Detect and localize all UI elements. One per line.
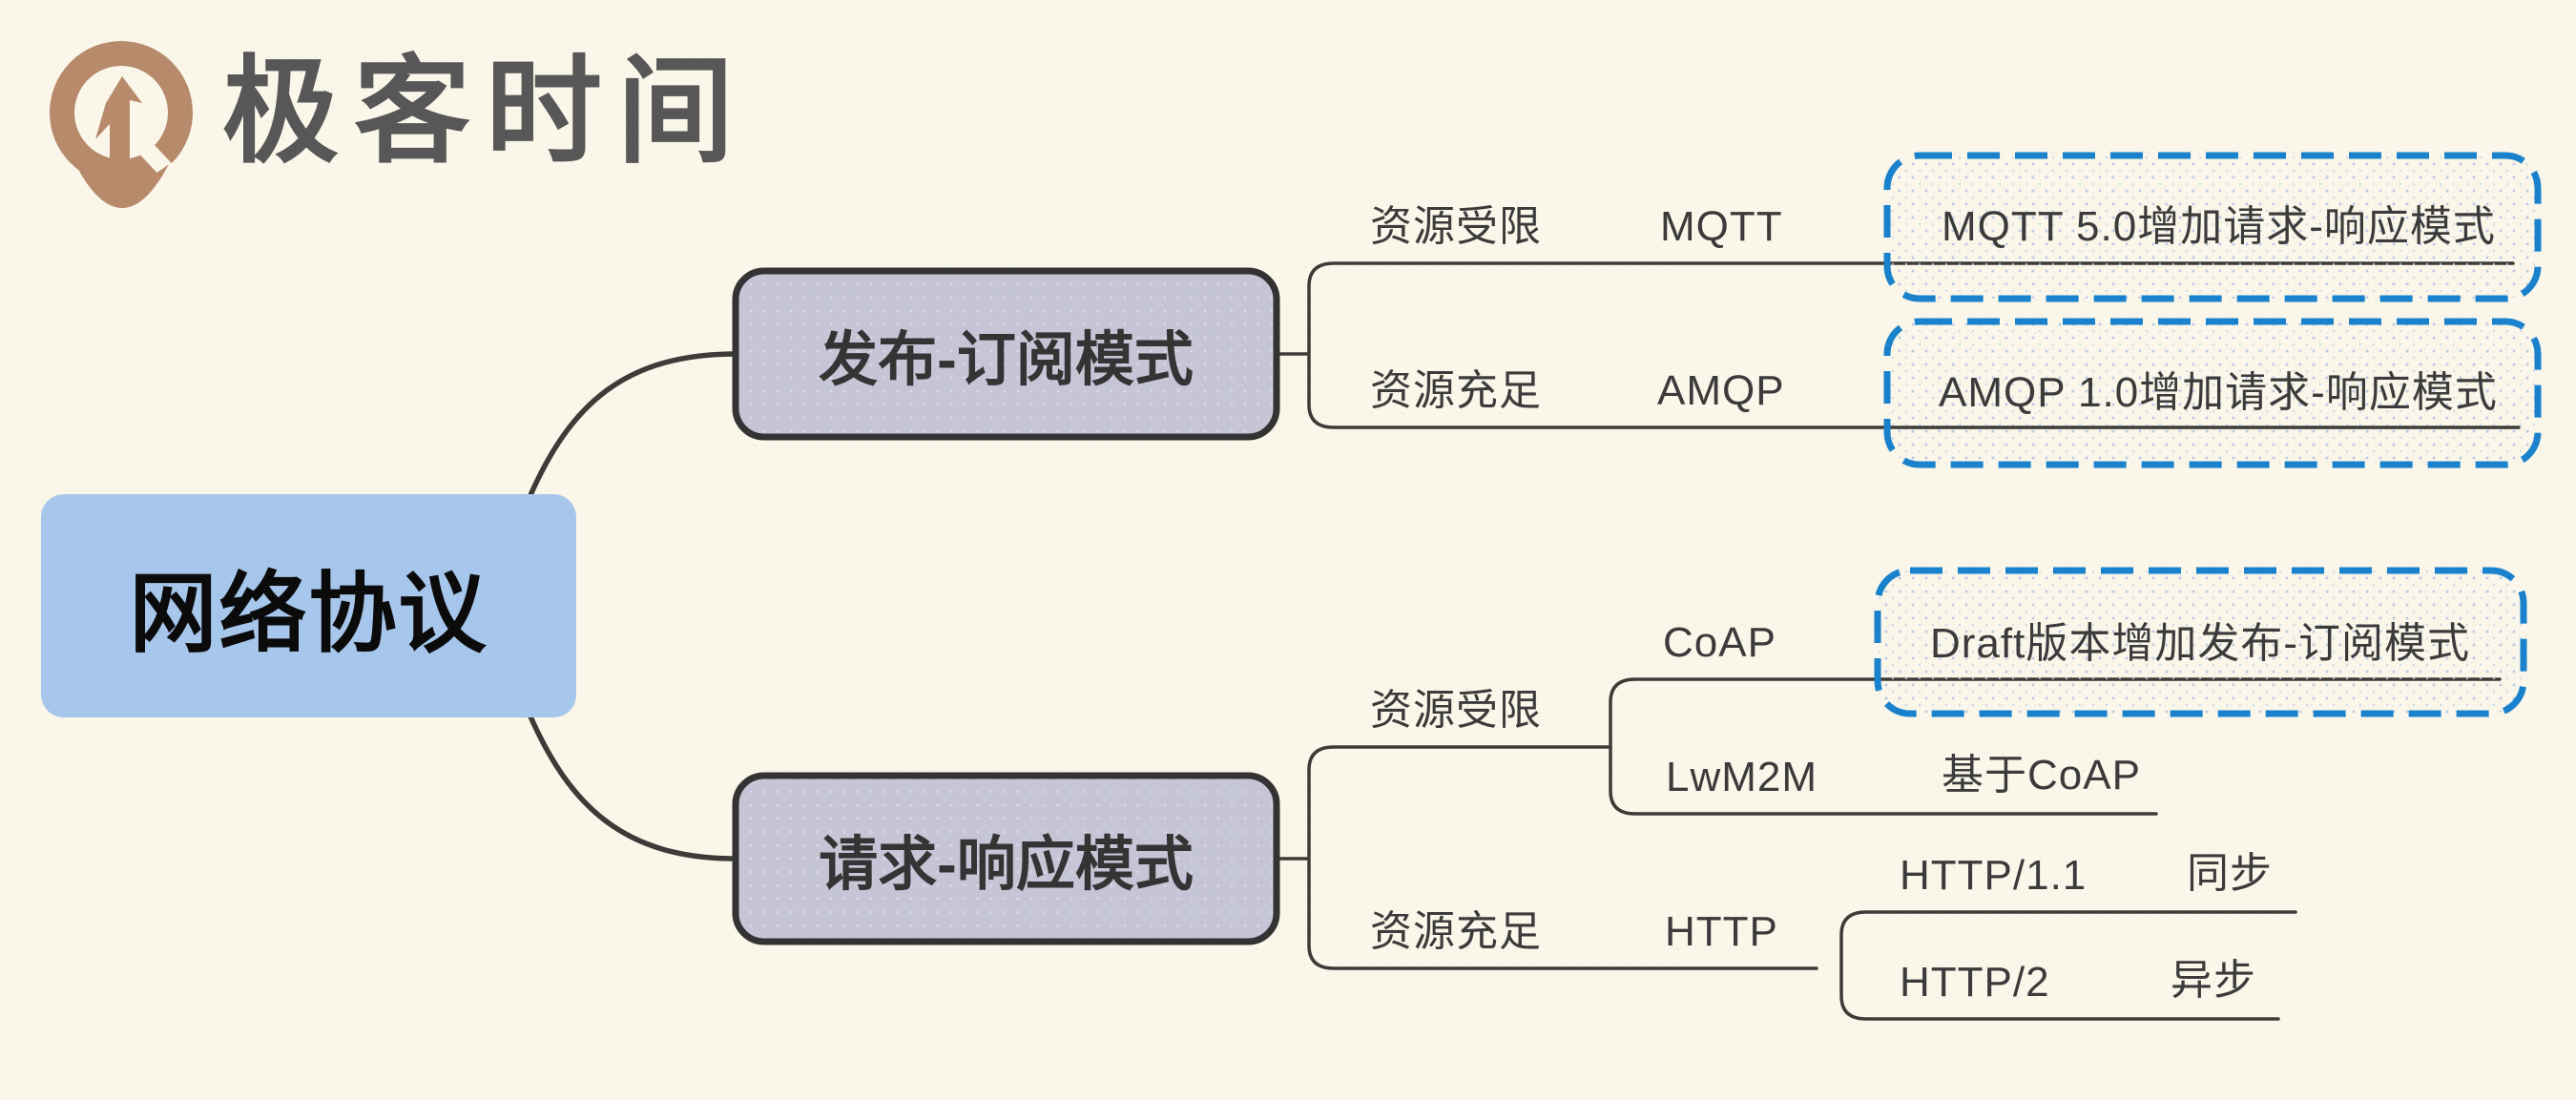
reqresp-node-label: 请求-响应模式 — [819, 832, 1194, 898]
reqresp-branch-bracket — [1275, 745, 1818, 970]
lwm2m-note-label: 基于CoAP — [1942, 752, 2141, 799]
brand-wordmark: 极客时间 — [222, 47, 749, 176]
protocol-http-label: HTTP — [1665, 908, 1778, 955]
root-node-label: 网络协议 — [129, 565, 488, 663]
http11-label: HTTP/1.1 — [1900, 852, 2088, 899]
pubsub-node-box — [732, 267, 1280, 441]
pubsub-branch-bracket — [1275, 261, 2521, 429]
http2-mode-label: 异步 — [2171, 957, 2256, 1004]
protocol-coap-label: CoAP — [1663, 619, 1776, 666]
pubsub-constrained-label: 资源受限 — [1370, 203, 1542, 250]
reqresp-constrained-label: 资源受限 — [1370, 687, 1542, 734]
reqresp-sufficient-label: 资源充足 — [1370, 908, 1542, 955]
coap-draft-note-label: Draft版本增加发布-订阅模式 — [1930, 620, 2470, 667]
highlight-box-mqtt — [1883, 152, 2542, 302]
root-node-box — [41, 494, 576, 717]
http11-mode-label: 同步 — [2187, 850, 2273, 897]
protocol-lwm2m-label: LwM2M — [1666, 754, 1818, 800]
highlight-box-coap-draft — [1874, 567, 2527, 717]
http-versions-bracket — [1839, 910, 2297, 1021]
http2-label: HTTP/2 — [1900, 959, 2050, 1006]
pubsub-node-label: 发布-订阅模式 — [819, 327, 1194, 393]
pubsub-sufficient-label: 资源充足 — [1370, 367, 1542, 414]
protocol-mqtt-label: MQTT — [1660, 203, 1783, 250]
highlight-box-amqp — [1883, 318, 2542, 468]
protocol-amqp-label: AMQP — [1657, 367, 1785, 414]
coap-lwm2m-bracket — [1609, 677, 2502, 816]
root-to-reqresp-curve — [528, 714, 738, 861]
mqtt-note-label: MQTT 5.0增加请求-响应模式 — [1942, 203, 2496, 250]
reqresp-node-box — [732, 772, 1280, 945]
amqp-note-label: AMQP 1.0增加请求-响应模式 — [1939, 369, 2498, 416]
geektime-pin-icon — [50, 41, 193, 208]
root-to-pubsub-curve — [528, 351, 738, 498]
